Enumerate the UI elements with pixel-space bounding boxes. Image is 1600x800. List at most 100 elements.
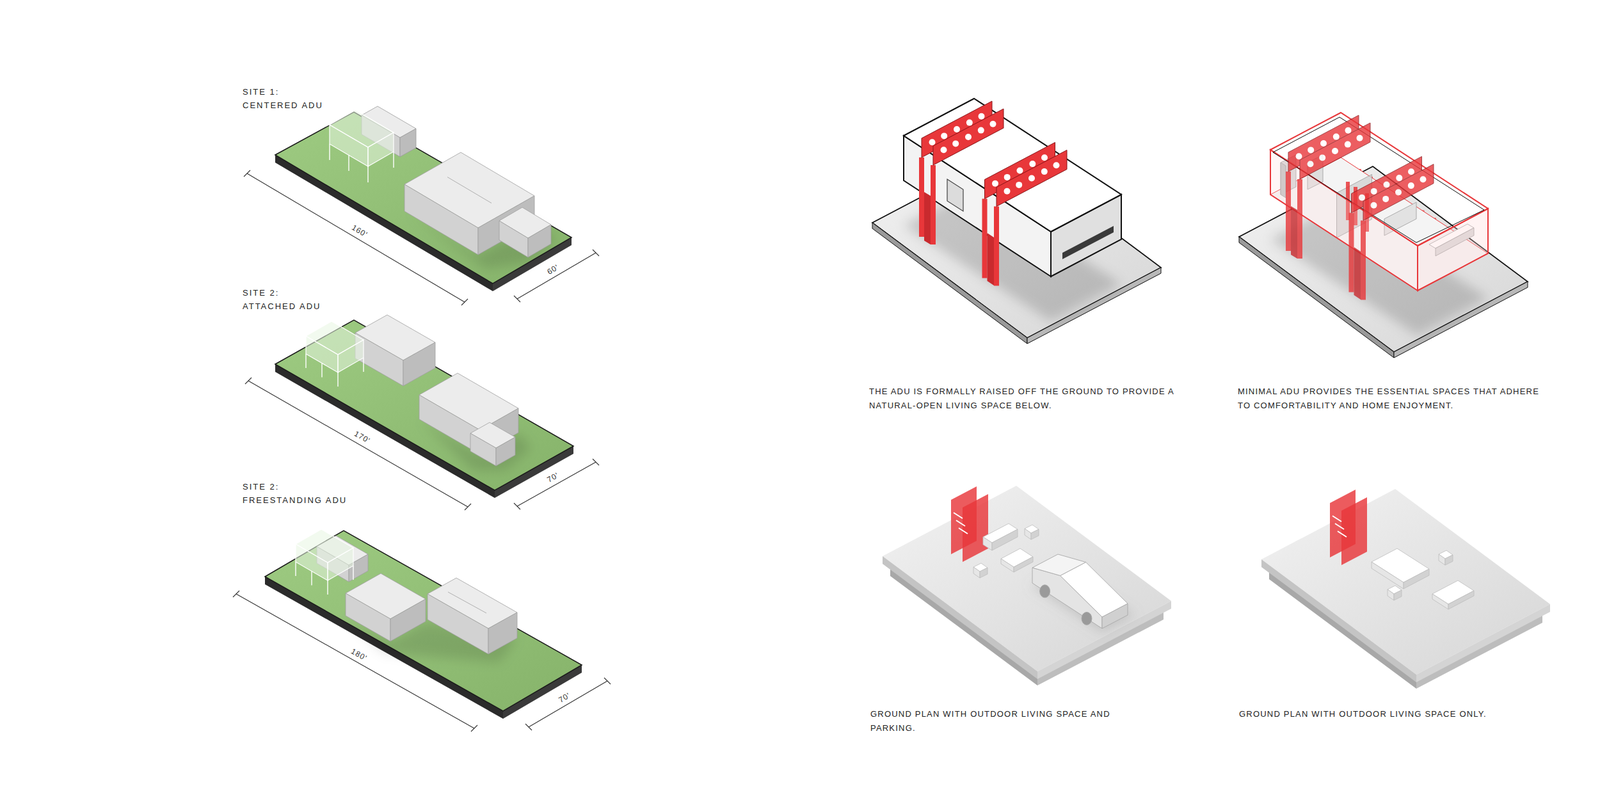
site-1-lot — [275, 112, 572, 284]
site-title: FREESTANDING ADU — [242, 495, 347, 506]
site-2-lot — [362, 357, 364, 372]
ground-plate — [882, 485, 1172, 686]
ground-plan-parking — [1000, 548, 1033, 573]
site-title: ATTACHED ADU — [242, 301, 321, 312]
site-3-lot — [232, 590, 240, 598]
car — [1032, 554, 1087, 576]
raised-adu — [947, 179, 964, 212]
ground-plan-outdoor — [1371, 548, 1474, 610]
ground-plan-parking — [1013, 556, 1033, 573]
ground-plan-outdoor — [1387, 589, 1394, 601]
site-2-lot — [464, 503, 472, 511]
site-3-lot — [448, 592, 487, 614]
site-1-lot — [329, 110, 394, 148]
car — [1032, 554, 1135, 632]
ground-plan-outdoor — [1371, 561, 1404, 589]
caption-note: MINIMAL ADU PROVIDES THE ESSENTIAL SPACE… — [1237, 384, 1545, 413]
site-3-lot — [488, 612, 518, 655]
site-1-lot — [392, 151, 394, 168]
ground-plan-outdoor — [1403, 568, 1430, 589]
site-1-lot — [400, 128, 416, 157]
site-3-lot — [295, 561, 296, 576]
site-1-lot — [348, 154, 349, 171]
site-3-lot — [264, 530, 582, 712]
site-3-lot — [390, 599, 426, 642]
site-2-lot — [517, 462, 596, 507]
dimension: 70' — [556, 690, 572, 704]
raised-adu — [872, 98, 1161, 344]
red-panels — [951, 486, 989, 562]
site-3-lot — [295, 529, 354, 581]
site-2-lot — [470, 433, 496, 466]
site-2-lot — [305, 353, 306, 368]
site-1-lot — [367, 166, 368, 183]
cutaway-adu — [1239, 112, 1528, 358]
ground-plan-outdoor — [1393, 590, 1402, 601]
site-1-lot — [461, 298, 468, 306]
site-3-lot — [345, 593, 391, 642]
site-2-lot — [403, 342, 436, 386]
dimension: 160' — [350, 222, 370, 239]
site-1-lot — [528, 224, 552, 258]
site-1-lot — [592, 249, 600, 256]
caption-note: GROUND PLAN WITH OUTDOOR LIVING SPACE ON… — [1239, 707, 1572, 722]
site-2-lot — [321, 363, 322, 378]
caption-note: GROUND PLAN WITH OUTDOOR LIVING SPACE AN… — [870, 707, 1124, 736]
site-1-lot — [513, 295, 521, 303]
ground-plan-outdoor — [1261, 488, 1551, 689]
ground-plan-parking — [1000, 558, 1014, 573]
site-title: CENTERED ADU — [242, 100, 324, 111]
cutaway-adu — [1417, 208, 1488, 291]
site-2-lot — [513, 503, 521, 510]
site-3-lot — [471, 725, 478, 732]
caption-note: THE ADU IS FORMALLY RAISED OFF THE GROUN… — [869, 384, 1177, 413]
ground-plan-outdoor — [1432, 593, 1449, 610]
site-3-lot — [352, 565, 354, 580]
site-2-lot — [245, 377, 600, 511]
dimension: 70' — [545, 470, 560, 484]
dimension: 180' — [349, 646, 369, 663]
site-2-lot — [496, 437, 516, 466]
site-3-lot — [295, 529, 354, 563]
site-number: SITE 2: — [242, 481, 280, 493]
site-1-lot — [243, 170, 251, 177]
portal-frames — [919, 101, 1067, 287]
furniture — [973, 523, 1039, 578]
site-1-lot — [404, 184, 479, 255]
red-panels — [1329, 489, 1368, 566]
site-1-lot — [243, 106, 600, 306]
site-3-lot — [604, 677, 611, 685]
site-3-lot — [311, 571, 312, 586]
raised-adu — [1062, 225, 1114, 260]
site-3-lot — [528, 680, 608, 728]
site-2-lot — [592, 458, 600, 466]
site-number: SITE 2: — [242, 288, 280, 299]
site-1-lot — [328, 144, 330, 160]
portal-frames — [1285, 115, 1434, 301]
dimension: 60' — [545, 262, 560, 276]
site-3-lot — [232, 590, 611, 732]
site-1-lot — [447, 177, 492, 204]
dimension: 170' — [352, 429, 372, 446]
site-3-lot — [232, 529, 611, 732]
site-3-lot — [327, 580, 328, 595]
site-1-lot — [329, 110, 394, 167]
site-2-lot — [305, 321, 364, 373]
site-3-lot — [427, 593, 489, 655]
ground-plan-outdoor — [1438, 554, 1446, 566]
car — [1040, 584, 1051, 598]
site-2-lot — [305, 321, 364, 355]
site-number: SITE 1: — [242, 87, 280, 98]
ground-plan-outdoor — [1448, 590, 1474, 610]
site-2-lot — [337, 372, 338, 387]
car — [1081, 611, 1092, 625]
site-1-lot — [499, 220, 528, 258]
site-3-lot — [525, 723, 532, 731]
site-2-lot — [245, 377, 252, 384]
site-2-lot — [245, 314, 600, 511]
ground-plate — [1261, 488, 1551, 689]
ground-plan-parking — [882, 485, 1172, 686]
ground-plan-outdoor — [1445, 554, 1453, 566]
